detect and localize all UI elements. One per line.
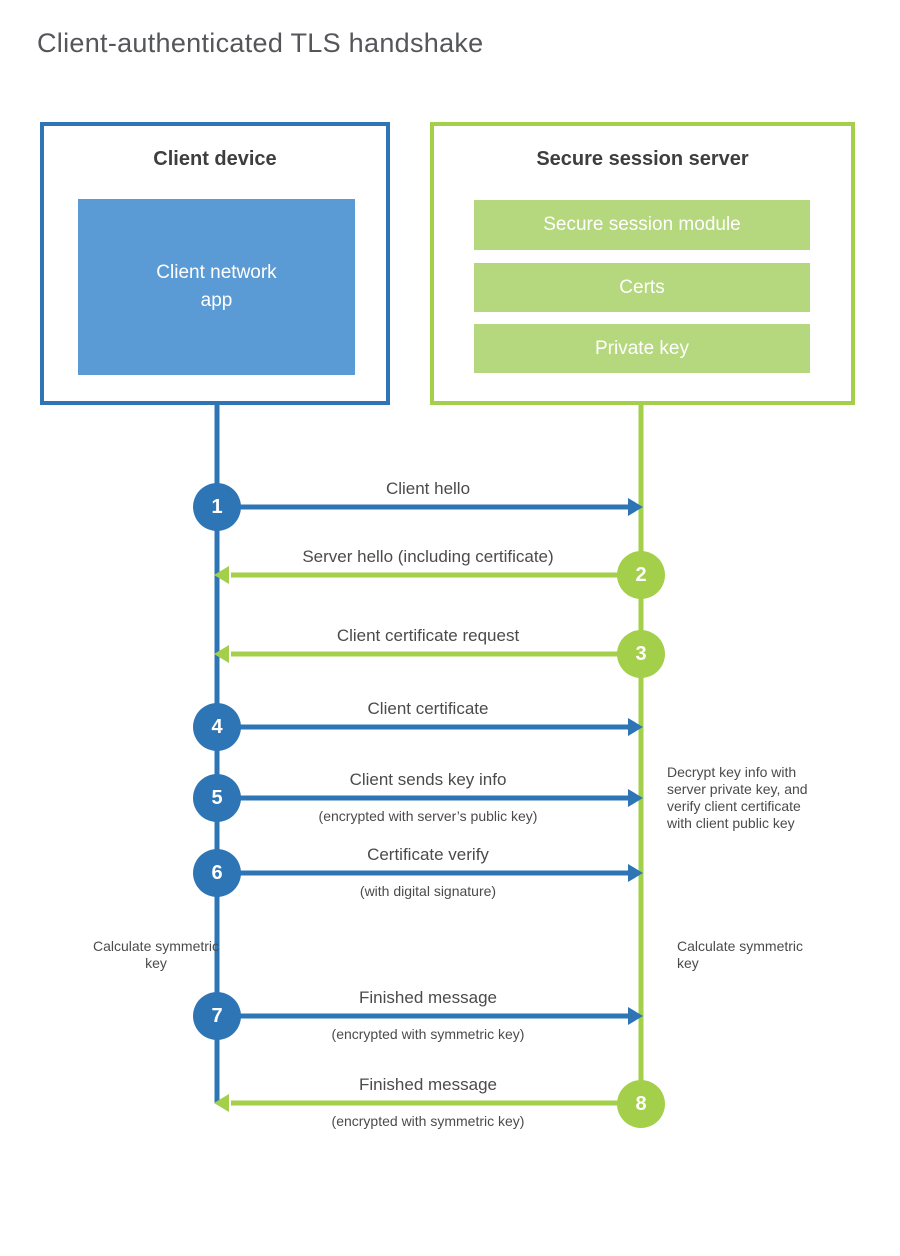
step-sublabel-5: (encrypted with server’s public key) [318,808,538,824]
step-sublabel-6: (with digital signature) [359,883,497,899]
step-badge-3: 3 [617,630,665,678]
step-label-5: Client sends key info [349,770,507,789]
server-module-certs: Certs [474,263,810,312]
arrowhead-right-icon [628,1007,643,1025]
server-module-secure-session: Secure session module [474,200,810,250]
arrowhead-left-icon [214,1094,229,1112]
arrow-step-7 [217,1013,629,1019]
step-sublabel-8: (encrypted with symmetric key) [331,1113,525,1129]
arrow-step-2 [231,572,641,578]
step-label-4: Client certificate [367,699,489,718]
step-label-7: Finished message [359,988,497,1007]
client-device-heading: Client device [153,148,277,170]
arrow-step-4 [217,724,629,730]
arrow-step-5 [217,795,629,801]
server-module-private-key: Private key [474,324,810,373]
step-label-6: Certificate verify [367,845,489,864]
step-label-2: Server hello (including certificate) [302,547,554,566]
server-heading: Secure session server [536,148,749,170]
step-badge-5: 5 [193,774,241,822]
step-badge-8: 8 [617,1080,665,1128]
arrow-step-8 [231,1100,641,1106]
arrow-step-1 [217,504,629,510]
arrow-step-3 [231,651,641,657]
step-badge-4: 4 [193,703,241,751]
step-badge-1: 1 [193,483,241,531]
calculate-symmetric-key-server: Calculate symmetric key [677,938,804,971]
arrowhead-left-icon [214,645,229,663]
step-sublabel-7: (encrypted with symmetric key) [331,1026,525,1042]
arrowhead-right-icon [628,718,643,736]
step-label-3: Client certificate request [336,626,520,645]
arrowhead-left-icon [214,566,229,584]
server-lifeline [638,403,644,1104]
decrypt-key-note: Decrypt key info with server private key… [667,764,808,831]
arrowhead-right-icon [628,789,643,807]
arrowhead-right-icon [628,864,643,882]
arrowhead-right-icon [628,498,643,516]
step-badge-2: 2 [617,551,665,599]
step-label-1: Client hello [385,479,471,498]
step-badge-7: 7 [193,992,241,1040]
step-badge-6: 6 [193,849,241,897]
client-network-app-block: Client network app [78,199,355,375]
arrow-step-6 [217,870,629,876]
client-lifeline [214,403,220,1103]
page-title: Client-authenticated TLS handshake [37,28,484,58]
step-label-8: Finished message [359,1075,497,1094]
calculate-symmetric-key-client: Calculate symmetric key [92,938,220,971]
